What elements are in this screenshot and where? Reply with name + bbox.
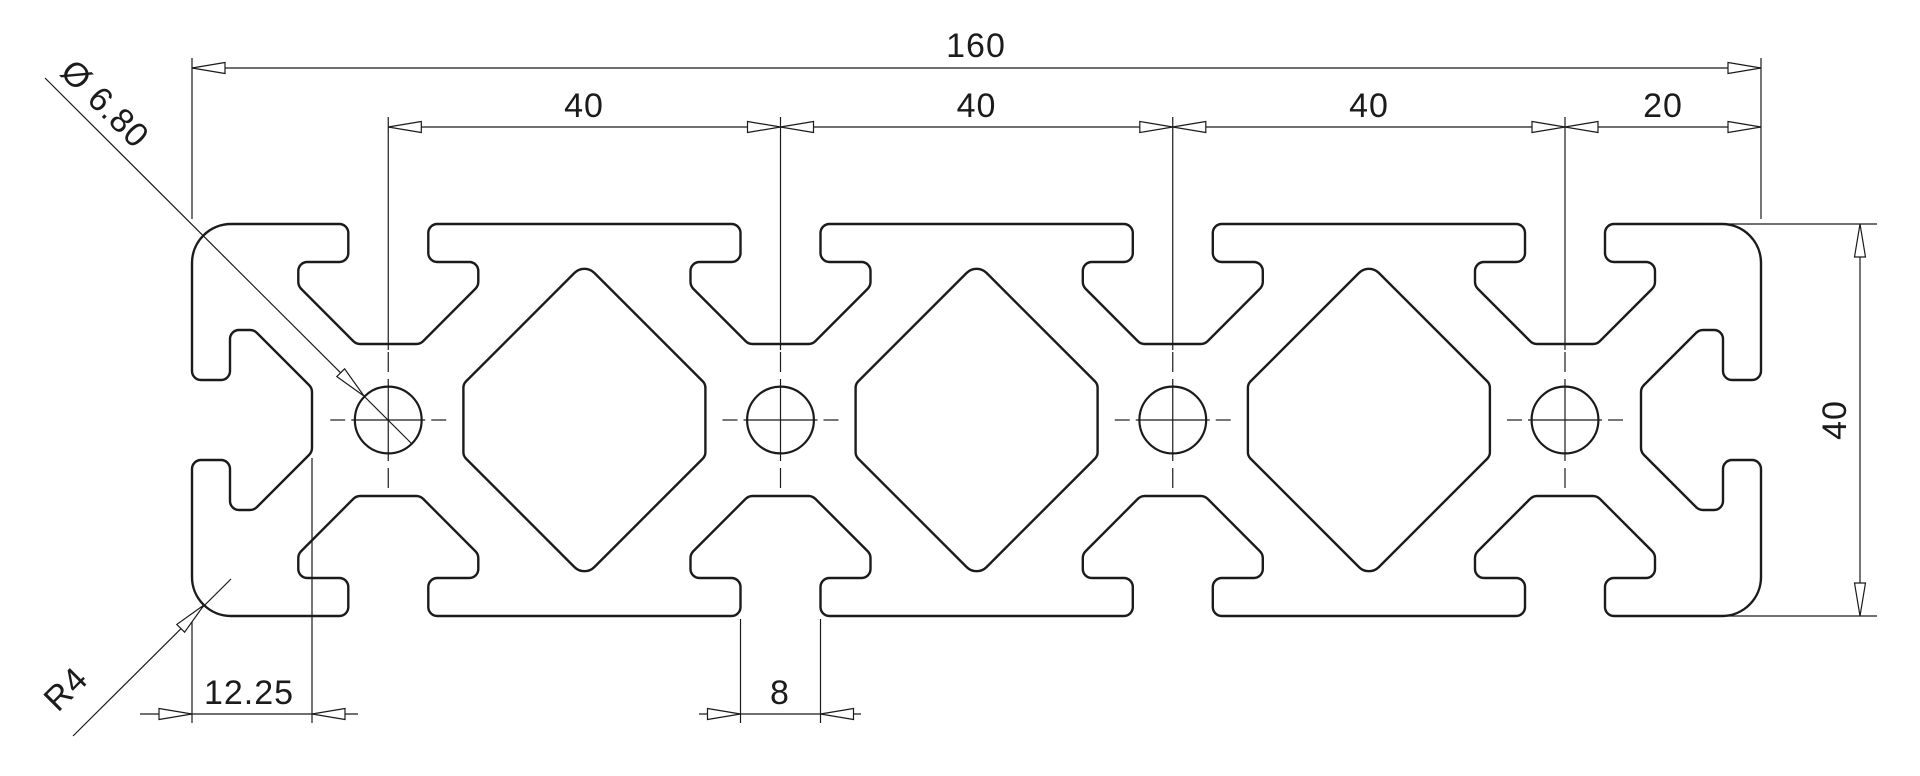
dimension-arrowhead bbox=[158, 707, 193, 721]
dimension-arrowhead bbox=[706, 707, 741, 721]
dimension-arrowhead bbox=[175, 604, 205, 634]
dimension-arrowhead bbox=[388, 120, 422, 134]
dimension-arrowhead bbox=[1139, 120, 1173, 134]
dimension-arrowhead bbox=[1853, 582, 1867, 617]
dimension-arrowhead bbox=[191, 61, 226, 75]
dim-label-overall-width: 160 bbox=[946, 27, 1006, 65]
radius-leader-line bbox=[72, 578, 232, 737]
dimension-arrowhead bbox=[335, 367, 365, 397]
dimension-arrowhead bbox=[780, 120, 815, 134]
dimension-arrowhead bbox=[1172, 120, 1207, 134]
dimension-arrowhead bbox=[1727, 120, 1762, 134]
extension-lines bbox=[191, 58, 1877, 723]
dimension-arrowhead bbox=[1853, 223, 1867, 258]
leader-label-hole-diameter: Ø 6.80 bbox=[53, 53, 156, 156]
dim-label-pitch-1: 40 bbox=[564, 87, 604, 125]
dimension-arrowhead bbox=[746, 120, 781, 134]
center-marks bbox=[330, 352, 1623, 488]
dim-label-pitch-3: 40 bbox=[1349, 87, 1389, 125]
dim-label-pitch-2: 40 bbox=[957, 87, 997, 125]
dim-label-slot-opening: 8 bbox=[770, 674, 790, 712]
core-cavity-octagons bbox=[462, 267, 1492, 573]
dim-label-slot-depth: 12.25 bbox=[204, 674, 294, 712]
dimension-arrowhead bbox=[820, 707, 855, 721]
mounting-holes bbox=[353, 385, 1600, 455]
dimension-arrowhead bbox=[1564, 120, 1599, 134]
leader-label-corner-radius: R4 bbox=[37, 660, 96, 719]
dimension-arrowhead bbox=[1531, 120, 1566, 134]
dim-label-end-offset: 20 bbox=[1643, 87, 1683, 125]
dimension-arrowhead bbox=[311, 707, 346, 721]
dimension-arrowheads bbox=[158, 61, 1867, 721]
profile-outline bbox=[190, 222, 1763, 618]
dimension-arrowhead bbox=[1727, 61, 1762, 75]
dim-label-profile-height: 40 bbox=[1816, 400, 1854, 440]
